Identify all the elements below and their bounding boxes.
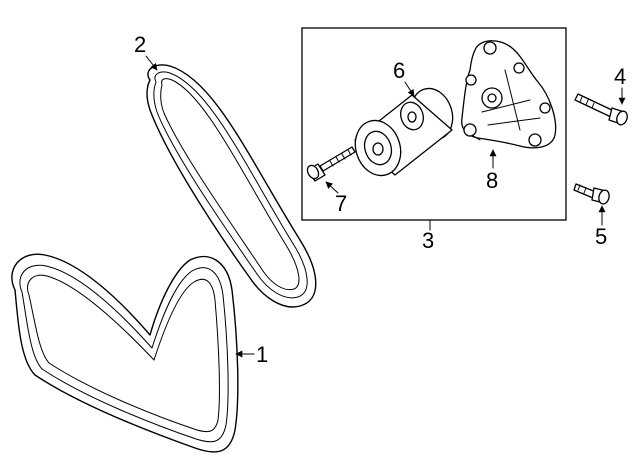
leader-arrow-6: [404, 81, 415, 97]
leader-arrow-7: [325, 181, 339, 194]
callout-4: 4: [614, 64, 626, 89]
callout-3: 3: [422, 228, 434, 253]
pulley-part-6[interactable]: [348, 83, 459, 181]
callout-7: 7: [335, 191, 347, 216]
assembly-box-part-3: [301, 27, 567, 221]
callout-6: 6: [393, 58, 405, 83]
callout-1: 1: [256, 342, 268, 367]
leader-arrow-2: [145, 55, 158, 71]
bracket-part-8[interactable]: [461, 40, 557, 149]
callout-5: 5: [595, 224, 607, 249]
callout-8: 8: [486, 168, 498, 193]
bolt-part-5[interactable]: [573, 183, 611, 205]
belt-part-1[interactable]: [11, 253, 239, 453]
callout-2: 2: [134, 32, 146, 57]
belt-part-2[interactable]: [146, 64, 317, 308]
bolt-part-7[interactable]: [305, 146, 356, 182]
bolt-part-4[interactable]: [574, 93, 629, 126]
